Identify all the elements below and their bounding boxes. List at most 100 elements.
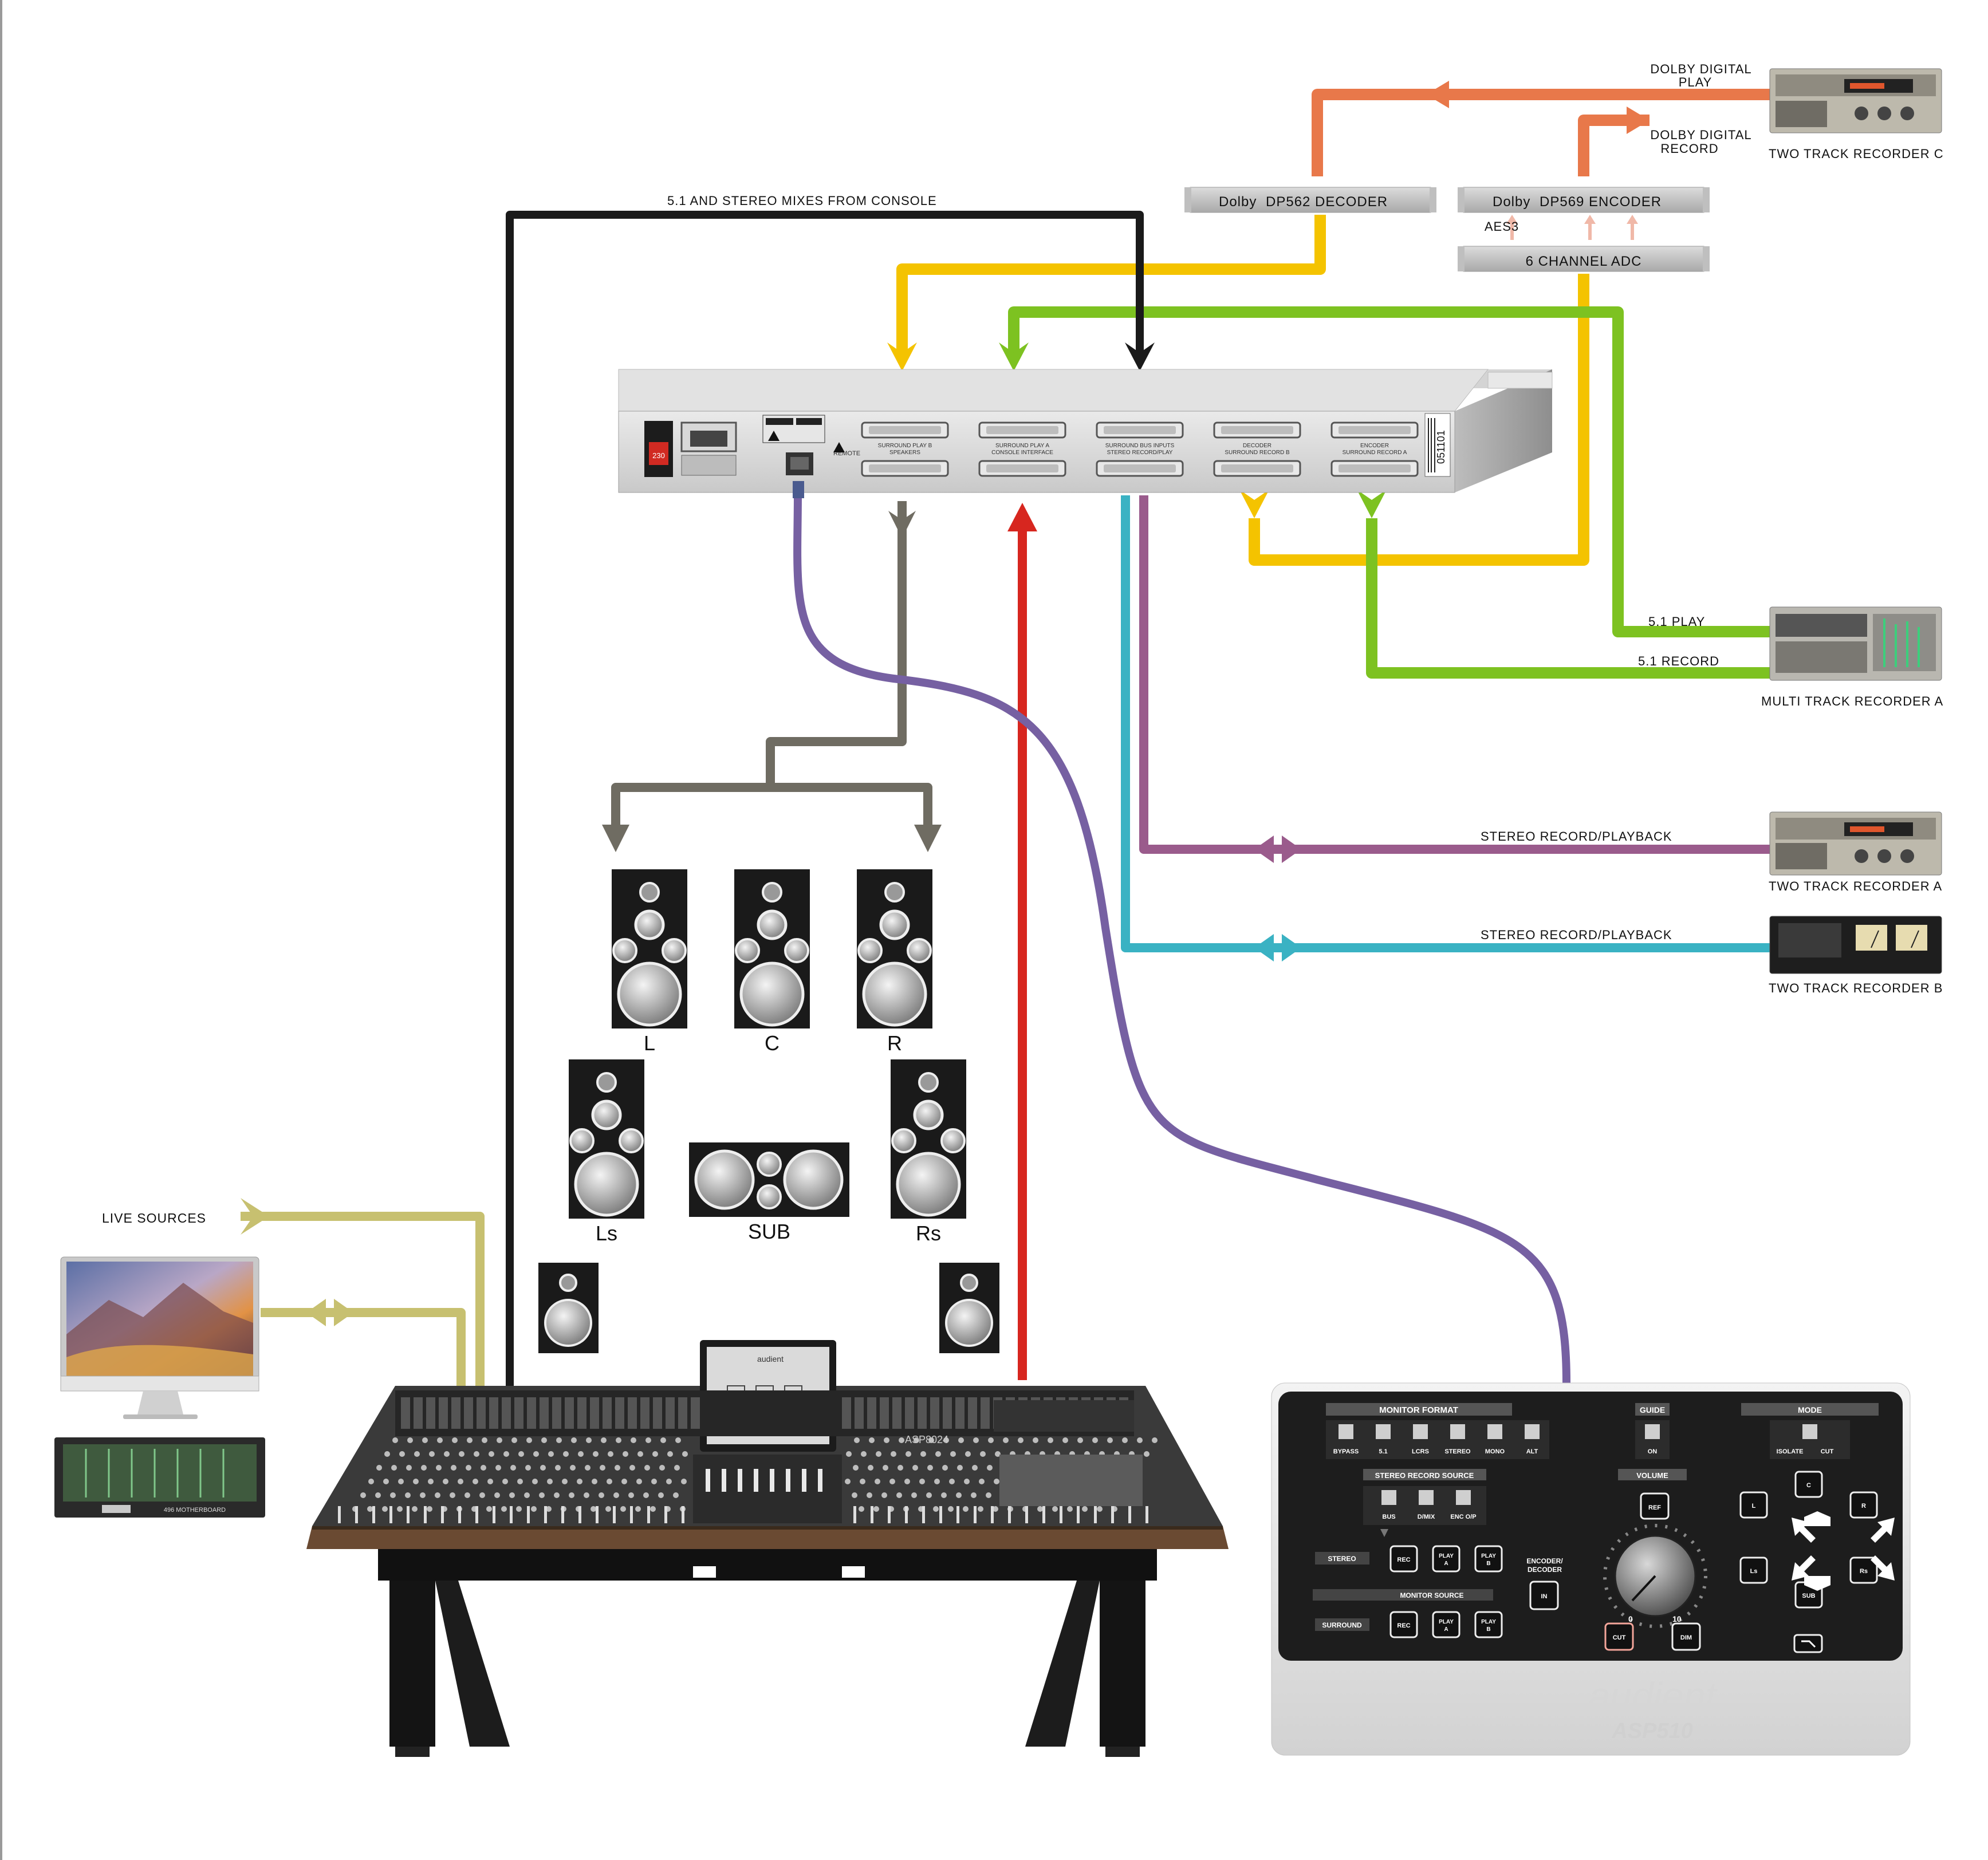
format-button[interactable] bbox=[1339, 1424, 1353, 1439]
speaker-label: SUB bbox=[748, 1220, 790, 1243]
cable-stereo-a bbox=[1139, 495, 1770, 854]
monitor-source-button[interactable] bbox=[1389, 1545, 1418, 1573]
aes3-arrows bbox=[1506, 215, 1638, 240]
rack-serial: 051101 bbox=[1435, 430, 1447, 464]
encoder-label: DP569 ENCODER bbox=[1540, 194, 1662, 210]
mode-button[interactable] bbox=[1802, 1424, 1817, 1439]
dolby-record-label-2: RECORD bbox=[1660, 141, 1718, 156]
format-button[interactable] bbox=[1487, 1424, 1502, 1439]
monitor-source-button[interactable] bbox=[1432, 1611, 1461, 1638]
computer[interactable] bbox=[60, 1256, 259, 1419]
monitor-source-label: MONITOR SOURCE bbox=[1400, 1591, 1463, 1599]
arrow-computer-bidir bbox=[306, 1299, 353, 1326]
monitor-source-button[interactable] bbox=[1474, 1545, 1503, 1573]
speaker-ls: Ls bbox=[569, 1059, 644, 1245]
guide-button[interactable] bbox=[1645, 1424, 1660, 1439]
arrows bbox=[241, 81, 1650, 1326]
monitor-source-button[interactable] bbox=[1432, 1545, 1461, 1573]
speaker-rs: Rs bbox=[891, 1059, 966, 1245]
arrow-console-mixes bbox=[1125, 342, 1155, 371]
speaker-select-button[interactable] bbox=[1739, 1491, 1768, 1519]
button-label: PLAY bbox=[1481, 1619, 1496, 1625]
record51-label: 5.1 RECORD bbox=[1638, 654, 1719, 668]
dolby-decoder-unit[interactable]: Dolby DP562 DECODER bbox=[1184, 187, 1436, 213]
two-track-recorder-b[interactable] bbox=[1769, 916, 1942, 974]
source-button[interactable] bbox=[1456, 1490, 1471, 1505]
port-label: SURROUND PLAY A bbox=[995, 443, 1049, 449]
two-track-recorder-c[interactable] bbox=[1769, 68, 1942, 133]
monitor-source-button[interactable] bbox=[1389, 1611, 1418, 1638]
source-button[interactable] bbox=[1419, 1490, 1434, 1505]
adc-unit[interactable]: 6 CHANNEL ADC bbox=[1458, 246, 1710, 272]
dolby-play-label-1: DOLBY DIGITAL bbox=[1650, 62, 1751, 76]
encdec-label-1: ENCODER/ bbox=[1526, 1557, 1563, 1565]
motherboard-label: 496 MOTHERBOARD bbox=[164, 1507, 226, 1514]
speaker-select-label: R bbox=[1861, 1503, 1866, 1510]
speaker-label: L bbox=[644, 1031, 655, 1055]
asp510-controller[interactable]: audient ASP510 MONITOR FORMAT GUIDE MODE… bbox=[1271, 1382, 1911, 1756]
two-track-b-label: TWO TRACK RECORDER B bbox=[1769, 981, 1943, 995]
arrow-speakers-right bbox=[914, 825, 942, 852]
volume-knob[interactable] bbox=[1603, 1524, 1707, 1628]
encdec-in-label: IN bbox=[1541, 1593, 1548, 1600]
format-button-label: BYPASS bbox=[1333, 1448, 1359, 1455]
speaker-select-button[interactable] bbox=[1794, 1471, 1823, 1498]
format-button[interactable] bbox=[1413, 1424, 1428, 1439]
surround-patch-rack[interactable]: 230 REMOTE SURROUND PLAY BSPEAKERSSURROU… bbox=[618, 369, 1553, 498]
mode-label: MODE bbox=[1798, 1405, 1822, 1414]
port-label: ENCODER bbox=[1360, 443, 1389, 449]
stereo-a-label: STEREO RECORD/PLAYBACK bbox=[1481, 829, 1672, 844]
dim-button[interactable]: DIM bbox=[1671, 1622, 1701, 1651]
dolby-play-label-2: PLAY bbox=[1679, 75, 1713, 89]
port-label: SURROUND BUS INPUTS bbox=[1105, 443, 1175, 449]
speaker-label: C bbox=[765, 1031, 780, 1055]
dolby-encoder-unit[interactable]: Dolby DP569 ENCODER bbox=[1458, 187, 1710, 213]
format-button[interactable] bbox=[1525, 1424, 1540, 1439]
dolby-brand-decoder: Dolby bbox=[1219, 194, 1257, 210]
format-button-label: ALT bbox=[1526, 1448, 1538, 1455]
speaker-select-label: Rs bbox=[1860, 1568, 1868, 1575]
two-track-recorder-a[interactable] bbox=[1769, 811, 1942, 876]
mode-cut-label: CUT bbox=[1821, 1448, 1834, 1455]
arrow-dolby-play bbox=[1426, 81, 1449, 108]
speaker-select-button[interactable] bbox=[1739, 1556, 1768, 1584]
cable-dolby-play bbox=[1312, 89, 1770, 176]
source-button[interactable] bbox=[1381, 1490, 1396, 1505]
controller-brand: audient bbox=[1588, 1674, 1718, 1718]
mixing-console[interactable]: audient ASP8024 bbox=[306, 1340, 1229, 1757]
two-track-c-label: TWO TRACK RECORDER C bbox=[1769, 147, 1944, 161]
port-label: SURROUND RECORD A bbox=[1343, 450, 1407, 456]
arrow-stereo-a-bidir bbox=[1254, 836, 1301, 863]
format-button-label: MONO bbox=[1485, 1448, 1505, 1455]
cut-label: CUT bbox=[1613, 1634, 1626, 1641]
cut-button[interactable]: CUT bbox=[1604, 1622, 1634, 1651]
cable-computer bbox=[261, 1308, 466, 1386]
multi-track-recorder-a[interactable] bbox=[1769, 606, 1942, 681]
format-button[interactable] bbox=[1450, 1424, 1465, 1439]
surround-row-label: SURROUND bbox=[1322, 1621, 1362, 1629]
button-label: A bbox=[1444, 1626, 1448, 1633]
encdec-in-button[interactable]: IN bbox=[1529, 1581, 1559, 1610]
controller-model: ASP510 bbox=[1611, 1719, 1693, 1743]
speaker-select-label: Ls bbox=[1750, 1568, 1758, 1575]
port-label: DECODER bbox=[1243, 443, 1271, 449]
speaker-select-button[interactable] bbox=[1849, 1556, 1878, 1584]
arrow-51-record bbox=[1357, 490, 1387, 518]
rack-motherboard[interactable]: 496 MOTHERBOARD bbox=[54, 1437, 265, 1518]
live-sources-label: LIVE SOURCES bbox=[102, 1211, 206, 1225]
format-button[interactable] bbox=[1376, 1424, 1391, 1439]
two-track-a-label: TWO TRACK RECORDER A bbox=[1769, 879, 1942, 893]
ref-button[interactable]: REF bbox=[1640, 1492, 1670, 1520]
speaker-select-button[interactable] bbox=[1849, 1491, 1878, 1519]
talkback-button[interactable] bbox=[1793, 1634, 1823, 1653]
button-label: PLAY bbox=[1481, 1553, 1496, 1559]
arrow-speakers-left bbox=[602, 825, 629, 852]
aes3-label: AES3 bbox=[1485, 219, 1519, 234]
ref-label: REF bbox=[1648, 1504, 1661, 1511]
monitor-source-button[interactable] bbox=[1474, 1611, 1503, 1638]
source-button-label: ENC O/P bbox=[1450, 1514, 1476, 1520]
stereo-b-label: STEREO RECORD/PLAYBACK bbox=[1481, 928, 1672, 942]
